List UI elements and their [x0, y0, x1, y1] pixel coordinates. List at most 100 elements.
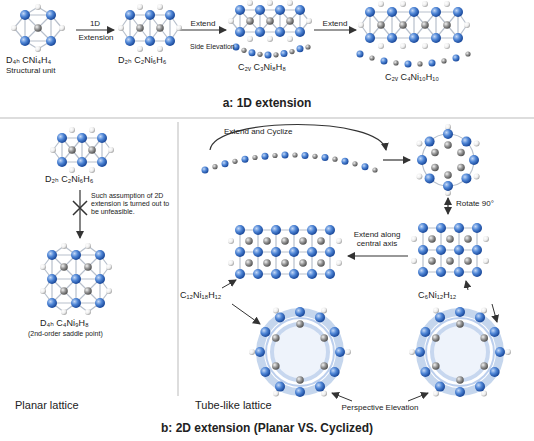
c-atom	[444, 141, 452, 149]
h-atom	[108, 147, 114, 153]
h-atom	[273, 307, 279, 313]
c-atom	[441, 58, 446, 63]
arrow	[383, 159, 410, 160]
c-atom	[232, 159, 237, 164]
section-label: Tube-like lattice	[195, 399, 325, 412]
ni-atom	[125, 36, 135, 46]
c-atom	[272, 153, 277, 158]
formula-label: C₁₂Ni₁₈H₁₂	[180, 290, 270, 300]
ni-atom	[454, 223, 464, 233]
h-atom	[11, 25, 17, 31]
ni-atom	[365, 33, 375, 43]
c-atom	[272, 334, 280, 342]
ni-atom	[453, 7, 463, 17]
ni-atom	[335, 347, 345, 357]
h-atom	[50, 147, 56, 153]
structure-note: Structural unit	[6, 66, 86, 75]
h-atom	[336, 260, 342, 266]
ni-atom	[307, 225, 317, 235]
c-atom	[431, 164, 439, 172]
ni-atom	[342, 158, 349, 165]
c-atom	[480, 362, 488, 370]
c-atom	[136, 24, 144, 32]
h-atom	[378, 43, 384, 49]
ni-atom	[295, 27, 305, 37]
c-atom	[68, 146, 76, 154]
arrow	[314, 29, 356, 30]
ni-atom	[95, 250, 105, 260]
ni-atom	[255, 5, 265, 15]
ni-atom	[57, 133, 67, 143]
c-atom	[432, 362, 440, 370]
tube-wall	[420, 312, 500, 392]
h-atom	[422, 43, 428, 49]
ni-atom	[365, 7, 375, 17]
ni-atom	[325, 269, 335, 279]
ni-atom	[253, 269, 263, 279]
ni-atom	[235, 27, 245, 37]
ni-atom	[431, 33, 441, 43]
formula-label: C₂ᵥ C₄Ni₁₀H₁₀	[385, 72, 495, 82]
ni-atom	[420, 327, 430, 337]
pointer-arrow	[232, 304, 260, 324]
h-atom	[89, 167, 95, 173]
separator-line	[178, 122, 179, 396]
c-atom	[320, 334, 328, 342]
h-atom	[345, 349, 351, 355]
h-atom	[267, 36, 273, 42]
pointer-arrow	[408, 393, 428, 401]
h-atom	[483, 258, 489, 264]
ni-atom	[289, 225, 299, 235]
ni-atom	[461, 137, 471, 147]
ni-atom	[281, 50, 288, 57]
ni-atom	[315, 312, 325, 322]
ni-atom	[475, 312, 485, 322]
pointer-arrow	[466, 281, 468, 290]
h-atom	[433, 307, 439, 313]
c-atom	[421, 21, 429, 29]
ni-atom	[472, 245, 482, 255]
h-atom	[400, 43, 406, 49]
ni-atom	[235, 269, 245, 279]
ni-atom	[235, 225, 245, 235]
ni-atom	[47, 250, 57, 260]
curved-arrow	[210, 125, 386, 151]
ni-atom	[387, 33, 397, 43]
ni-atom	[47, 298, 57, 308]
ni-atom	[20, 10, 30, 20]
ni-atom	[495, 347, 505, 357]
ni-atom	[165, 36, 175, 46]
arrow-label: Extension	[75, 33, 117, 42]
h-atom	[464, 22, 470, 28]
ni-atom	[71, 250, 81, 260]
h-atom	[306, 18, 312, 24]
ni-atom	[415, 347, 425, 357]
c-atom	[88, 146, 96, 154]
ni-atom	[77, 133, 87, 143]
h-atom	[416, 141, 422, 147]
ni-atom	[490, 367, 500, 377]
ni-atom	[436, 267, 446, 277]
arrow-label: Extend	[183, 19, 223, 28]
ni-atom	[275, 27, 285, 37]
h-atom	[481, 307, 487, 313]
ni-atom	[330, 327, 340, 337]
c-atom	[34, 24, 42, 32]
c-atom	[393, 60, 398, 65]
ni-atom	[222, 160, 229, 167]
ni-atom	[425, 173, 435, 183]
c-atom	[443, 21, 451, 29]
ring-outline	[422, 134, 474, 186]
ni-atom	[165, 10, 175, 20]
h-atom	[247, 0, 253, 6]
c-atom	[456, 376, 464, 384]
arrow	[348, 255, 408, 256]
c-atom	[432, 334, 440, 342]
ni-atom	[77, 157, 87, 167]
bonds	[240, 230, 330, 274]
ni-atom	[357, 51, 364, 58]
double-arrow	[447, 198, 448, 214]
ni-atom	[315, 382, 325, 392]
ni-atom	[455, 387, 465, 397]
